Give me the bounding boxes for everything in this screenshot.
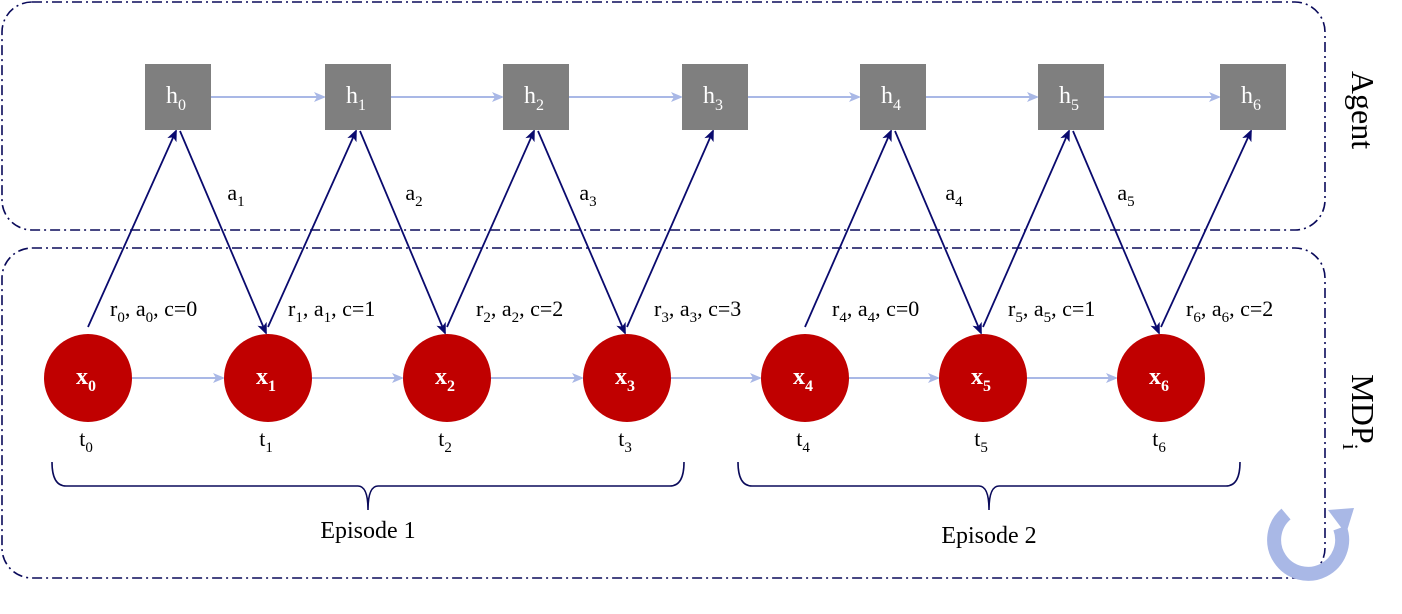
hidden-node-box xyxy=(325,64,391,130)
chain-arrows xyxy=(132,92,1221,383)
observation-arrow xyxy=(804,129,892,328)
state-node-circle xyxy=(761,334,849,422)
hidden-node-label: h5 xyxy=(1059,83,1079,114)
action-label-a2: a2 xyxy=(405,180,422,210)
transition-label: r4, a4, c=0 xyxy=(832,296,919,326)
state-node-label: x2 xyxy=(435,364,455,395)
time-label-t3: t3 xyxy=(618,426,632,456)
episode-brace xyxy=(737,461,1241,511)
action-arrow xyxy=(894,130,982,335)
hidden-state-layer: h0 h1 h2 h3 h4 h5 h6 xyxy=(145,64,1286,130)
agent-region xyxy=(1,1,1326,231)
state-node-label: x5 xyxy=(971,364,991,395)
episode-label: Episode 1 xyxy=(320,518,415,544)
action-label-a1: a1 xyxy=(227,180,244,210)
state-node-circle xyxy=(939,334,1027,422)
hidden-node-h1: h1 xyxy=(325,64,391,130)
observation-arrow xyxy=(87,129,177,328)
hidden-node-label: h3 xyxy=(703,83,723,114)
hidden-node-h5: h5 xyxy=(1038,64,1104,130)
episode-layer: Episode 1 Episode 2 xyxy=(51,461,1241,549)
transition-label: r5, a5, c=1 xyxy=(1008,296,1095,326)
action-arrow xyxy=(359,130,446,335)
hidden-node-box xyxy=(145,64,211,130)
mdp-state-layer: x0 x1 x2 x3 x4 x5 x6 xyxy=(44,334,1205,422)
cross-arrows xyxy=(87,129,1252,335)
state-node-circle xyxy=(224,334,312,422)
hidden-node-label: h6 xyxy=(1241,83,1261,114)
transition-label: r1, a1, c=1 xyxy=(288,296,375,326)
state-node-x6: x6 xyxy=(1117,334,1205,422)
hidden-node-box xyxy=(860,64,926,130)
hidden-node-label: h4 xyxy=(881,83,901,114)
time-label-t0: t0 xyxy=(79,426,93,456)
hidden-node-box xyxy=(682,64,748,130)
state-node-circle xyxy=(403,334,491,422)
hidden-node-h4: h4 xyxy=(860,64,926,130)
state-node-label: x1 xyxy=(256,364,276,395)
state-node-label: x6 xyxy=(1149,364,1169,395)
time-label-t6: t6 xyxy=(1152,426,1166,456)
state-node-x1: x1 xyxy=(224,334,312,422)
action-label-a4: a4 xyxy=(945,180,963,210)
mdp-region xyxy=(1,247,1326,579)
state-node-label: x4 xyxy=(793,364,813,395)
state-node-x0: x0 xyxy=(44,334,132,422)
observation-arrow xyxy=(626,129,714,328)
hidden-node-h0: h0 xyxy=(145,64,211,130)
transition-label: r0, a0, c=0 xyxy=(110,296,197,326)
state-node-x5: x5 xyxy=(939,334,1027,422)
transition-label: r6, a6, c=2 xyxy=(1186,296,1273,326)
observation-arrow xyxy=(982,129,1070,328)
hidden-node-box xyxy=(1220,64,1286,130)
observation-arrow xyxy=(1160,129,1252,328)
state-node-label: x3 xyxy=(615,364,635,395)
hidden-node-box xyxy=(503,64,569,130)
hidden-node-h3: h3 xyxy=(682,64,748,130)
observation-arrow xyxy=(267,129,357,328)
transition-label: r3, a3, c=3 xyxy=(654,296,741,326)
action-arrow xyxy=(537,130,626,335)
state-node-x2: x2 xyxy=(403,334,491,422)
action-label-a3: a3 xyxy=(579,180,596,210)
state-node-circle xyxy=(583,334,671,422)
hidden-node-label: h2 xyxy=(524,83,544,114)
edge-label-layer: a1 a2 a3 a4 a5 r0, a0, c=0 r1, a1, c=1 r2, a2, … xyxy=(110,180,1273,326)
time-label-t4: t4 xyxy=(796,426,810,456)
refresh-loop-icon xyxy=(1267,508,1354,581)
hidden-node-h6: h6 xyxy=(1220,64,1286,130)
hidden-node-label: h1 xyxy=(346,83,366,114)
episode-1: Episode 1 xyxy=(51,461,685,544)
state-node-label: x0 xyxy=(76,364,96,395)
action-arrow xyxy=(1072,130,1160,335)
state-node-circle xyxy=(1117,334,1205,422)
transition-label: r2, a2, c=2 xyxy=(476,296,563,326)
state-node-circle xyxy=(44,334,132,422)
mdp-label: MDPi xyxy=(1338,374,1381,449)
observation-arrow xyxy=(446,129,535,328)
hidden-node-box xyxy=(1038,64,1104,130)
episode-2: Episode 2 xyxy=(737,461,1241,549)
action-arrow xyxy=(179,130,267,335)
agent-label: Agent xyxy=(1345,71,1381,149)
state-node-x4: x4 xyxy=(761,334,849,422)
time-label-t2: t2 xyxy=(438,426,452,456)
state-node-x3: x3 xyxy=(583,334,671,422)
time-label-t5: t5 xyxy=(974,426,988,456)
time-label-layer: t0 t1 t2 t3 t4 t5 t6 xyxy=(79,426,1166,456)
episode-label: Episode 2 xyxy=(941,523,1036,549)
episode-brace xyxy=(51,461,685,511)
hidden-node-label: h0 xyxy=(166,83,186,114)
time-label-t1: t1 xyxy=(259,426,273,456)
action-label-a5: a5 xyxy=(1117,180,1134,210)
hidden-node-h2: h2 xyxy=(503,64,569,130)
